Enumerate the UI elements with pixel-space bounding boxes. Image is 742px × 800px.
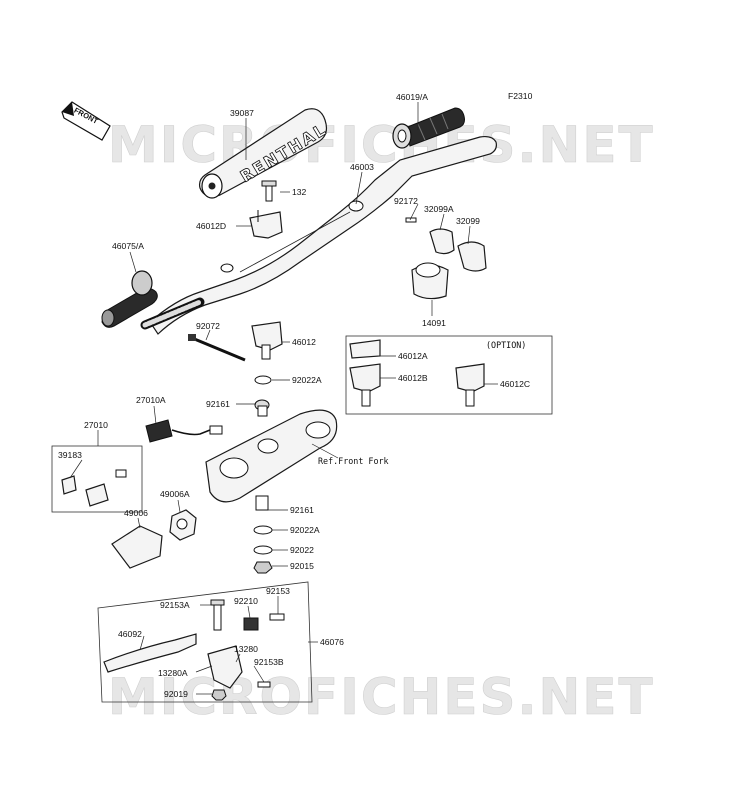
throttle-housing (405, 217, 487, 300)
upper-clamp (249, 180, 283, 239)
cable-tie (188, 334, 246, 362)
label-46076: 46076 (320, 637, 344, 647)
clutch-lever (103, 599, 285, 701)
label-14091: 14091 (422, 318, 446, 328)
label-46012b: 46012B (398, 373, 428, 383)
label-39087: 39087 (230, 108, 254, 118)
label-13280a: 13280A (158, 668, 188, 678)
option-clamps (349, 339, 485, 407)
label-32099a: 32099A (424, 204, 454, 214)
part-labels: 39087 46019/A 46003 132 46012D 92172 320… (58, 92, 530, 699)
label-92153a: 92153A (160, 600, 190, 610)
label-92161-bot: 92161 (290, 505, 314, 515)
stem-hardware (253, 495, 273, 574)
label-49006a: 49006A (160, 489, 190, 499)
label-92153: 92153 (266, 586, 290, 596)
label-92019: 92019 (164, 689, 188, 699)
switch-box (51, 445, 143, 513)
leader-lines (69, 102, 498, 695)
label-27010a: 27010A (136, 395, 166, 405)
label-46012: 46012 (292, 337, 316, 347)
ref-front-fork: Ref.Front Fork (318, 456, 389, 466)
watermark-top: MICROFICHES.NET (108, 116, 655, 174)
label-46012d: 46012D (196, 221, 226, 231)
label-46012c: 46012C (500, 379, 530, 389)
label-39183: 39183 (58, 450, 82, 460)
option-label: (OPTION) (486, 340, 526, 350)
label-92172: 92172 (394, 196, 418, 206)
front-arrow-icon: FRONT (61, 101, 111, 141)
label-46019a: 46019/A (396, 92, 428, 102)
label-49006: 49006 (124, 508, 148, 518)
label-13280: 13280 (234, 644, 258, 654)
left-grip (101, 270, 158, 328)
kill-switch (145, 419, 223, 443)
label-46003: 46003 (350, 162, 374, 172)
label-92022a-top: 92022A (292, 375, 322, 385)
option-box (345, 335, 553, 415)
label-92072: 92072 (196, 321, 220, 331)
label-92015: 92015 (290, 561, 314, 571)
label-132: 132 (292, 187, 307, 197)
label-92022a-bot: 92022A (290, 525, 320, 535)
throttle-cover (111, 509, 197, 569)
label-46075a: 46075/A (112, 241, 144, 251)
label-92022: 92022 (290, 545, 314, 555)
label-92153b: 92153B (254, 657, 284, 667)
lever-box (97, 581, 313, 703)
right-grip (392, 107, 465, 149)
lower-clamp (251, 321, 283, 385)
label-27010: 27010 (84, 420, 108, 430)
handlebar (140, 135, 497, 335)
triple-clamp (205, 399, 338, 503)
label-92161-top: 92161 (206, 399, 230, 409)
label-32099: 32099 (456, 216, 480, 226)
diagram-code: F2310 (508, 91, 533, 101)
label-46092: 46092 (118, 629, 142, 639)
label-92210: 92210 (234, 596, 258, 606)
switch-parts (61, 469, 127, 507)
label-46012a: 46012A (398, 351, 428, 361)
watermark-bottom: MICROFICHES.NET (108, 668, 655, 726)
